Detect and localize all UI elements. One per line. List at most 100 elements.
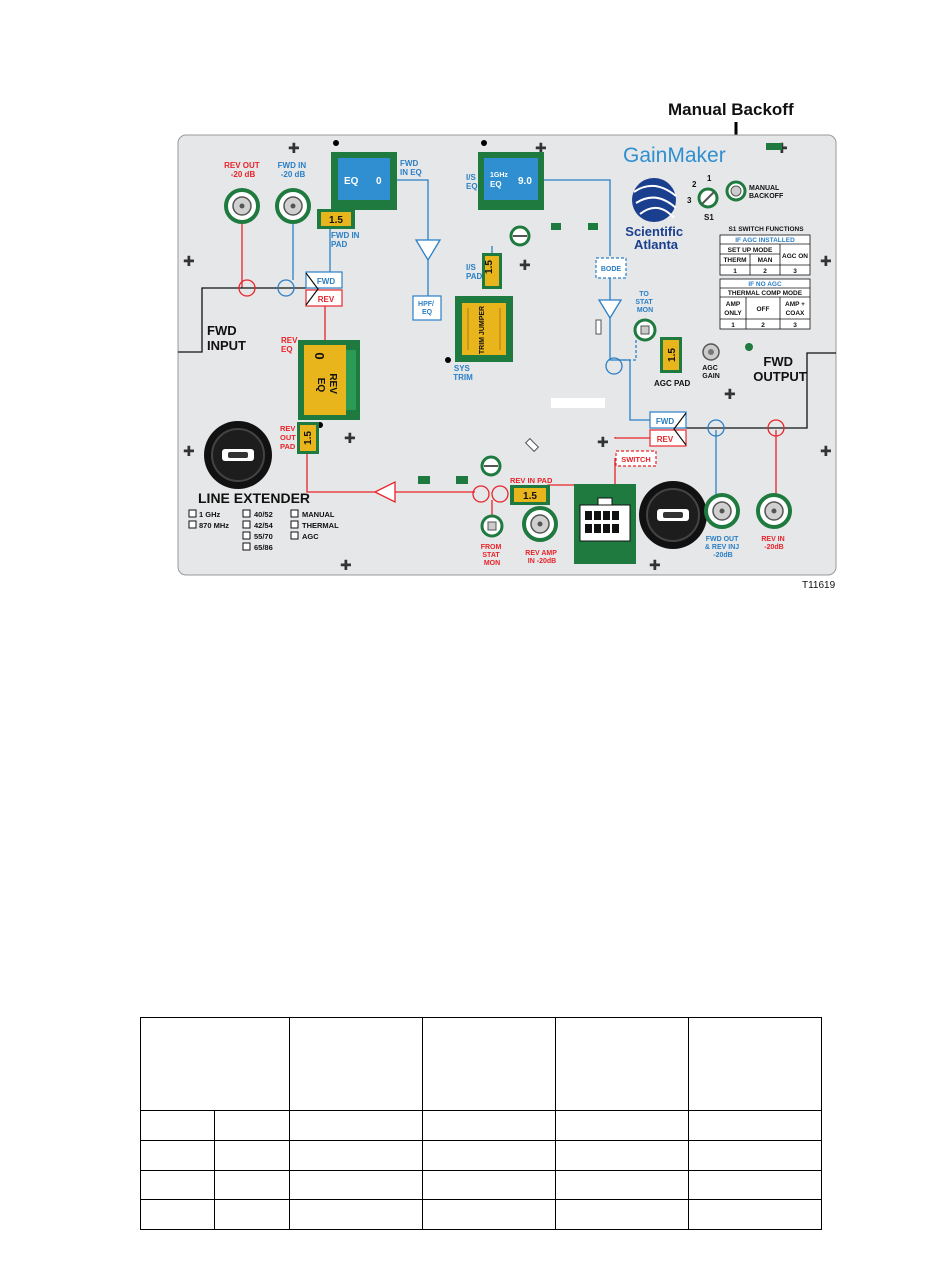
fwd-input-label: FWD INPUT [207, 323, 246, 353]
svg-text:✚: ✚ [183, 443, 195, 459]
fwd-in-port[interactable] [275, 188, 311, 224]
table-cell [422, 1139, 556, 1171]
table-cell [422, 1110, 556, 1141]
brand-product: GainMaker [623, 144, 726, 167]
table-row [140, 1139, 822, 1171]
housing-seal-left [204, 421, 272, 489]
rev-eq-module[interactable]: 0 REV EQ [298, 340, 360, 420]
fwd-in-pad-label: FWD IN PAD [331, 231, 362, 249]
fwd-eq-module[interactable]: EQ 0 [331, 152, 397, 210]
svg-text:1: 1 [733, 268, 737, 275]
led-3 [766, 143, 782, 150]
switch-label: SWITCH [621, 455, 651, 464]
table-cell [688, 1110, 822, 1141]
svg-text:1.5: 1.5 [667, 348, 678, 362]
rev-in-pad-label: REV IN PAD [510, 476, 553, 485]
table-cell [555, 1169, 689, 1201]
test-point-top [509, 225, 531, 247]
right-diplex: FWD REV [649, 411, 687, 447]
from-stat-mon-port[interactable] [480, 514, 504, 538]
svg-text:MANUAL: MANUAL [302, 510, 335, 519]
table-cell [289, 1169, 423, 1201]
svg-text:THERMAL COMP MODE: THERMAL COMP MODE [728, 290, 803, 297]
main-through-line [178, 287, 306, 353]
to-stat-mon-port[interactable] [633, 318, 657, 342]
svg-text:1.5: 1.5 [523, 491, 537, 502]
is-pad[interactable]: 1.5 [482, 253, 502, 289]
svg-text:✚: ✚ [597, 434, 609, 450]
s1-label: S1 [704, 213, 714, 222]
svg-text:AMP +: AMP + [785, 301, 805, 308]
agc-gain-knob[interactable] [702, 343, 720, 361]
svg-text:✚: ✚ [288, 140, 300, 156]
rev-amp-in-port[interactable] [522, 506, 558, 542]
svg-text:FWD: FWD [656, 417, 674, 426]
agc-led [745, 343, 753, 351]
table-cell [555, 1199, 689, 1230]
svg-text:2: 2 [761, 322, 765, 329]
table-header-row [140, 1016, 822, 1112]
svg-text:870 MHz: 870 MHz [199, 521, 229, 530]
table-cell [688, 1139, 822, 1171]
rev-out-pad[interactable]: 1.5 [297, 422, 319, 454]
fwd-in-eq-label: FWD IN EQ [400, 159, 422, 177]
table-cell [140, 1139, 215, 1171]
fuse-indicator [524, 437, 540, 453]
svg-text:FWD: FWD [317, 277, 335, 286]
brand-company: Scientific Atlanta [625, 224, 686, 252]
fwd-signal-path [292, 179, 717, 495]
rev-amp-triangle [373, 480, 396, 504]
fwd-out-port[interactable] [704, 493, 740, 529]
svg-text:IF NO AGC: IF NO AGC [748, 281, 782, 288]
table-cell [214, 1110, 290, 1141]
manual-backoff-label: MANUAL BACKOFF [749, 185, 784, 200]
svg-text:REV EQ: REV EQ [315, 373, 338, 396]
svg-text:1.5: 1.5 [329, 215, 343, 226]
label-strip [551, 398, 605, 408]
switch-box [615, 450, 657, 467]
svg-text:S1 SWITCH FUNCTIONS: S1 SWITCH FUNCTIONS [728, 226, 804, 233]
main-output-line [686, 352, 836, 429]
svg-text:1GHz: 1GHz [490, 172, 508, 179]
svg-text:✚: ✚ [183, 253, 195, 269]
rev-out-pad-label: REV OUT PAD [280, 424, 298, 451]
svg-text:9.0: 9.0 [518, 176, 532, 187]
table-row [140, 1110, 822, 1141]
is-pad-label: I/S PAD [466, 263, 483, 281]
is-eq-dot [481, 140, 487, 146]
table-cell [140, 1199, 215, 1230]
table-cell [214, 1169, 290, 1201]
svg-text:THERMAL: THERMAL [302, 521, 339, 530]
table-cell [289, 1139, 423, 1171]
table-row [140, 1199, 822, 1230]
s1-pos-2: 2 [692, 180, 697, 189]
line-couplers [238, 279, 785, 503]
s1-functions-table: S1 SWITCH FUNCTIONS IF AGC INSTALLED SET… [719, 226, 811, 330]
svg-text:AGC ON: AGC ON [782, 253, 808, 260]
table-cell [214, 1139, 290, 1171]
rev-in-pad[interactable]: 1.5 [510, 485, 550, 505]
svg-text:0: 0 [376, 176, 382, 187]
fwd-in-pad[interactable]: 1.5 [317, 209, 355, 229]
svg-text:ONLY: ONLY [724, 310, 742, 317]
sys-trim-label: SYS TRIM [453, 364, 473, 382]
table-cell [214, 1199, 290, 1230]
trim-jumper[interactable]: TRIM JUMPER [455, 296, 513, 362]
s1-switch[interactable] [697, 187, 719, 209]
rev-out-label: REV OUT -20 dB [224, 161, 262, 179]
table-row [140, 1169, 822, 1201]
line-extender-diagram: Manual Backoff ✚✚✚ ✚✚ ✚✚ ✚✚ ✚✚ ✚✚ [177, 100, 837, 591]
rev-out-port[interactable] [224, 188, 260, 224]
led-5 [456, 476, 468, 484]
is-eq-module[interactable]: 1GHz EQ 9.0 [478, 152, 544, 210]
rev-in-port[interactable] [756, 493, 792, 529]
svg-text:3: 3 [793, 268, 797, 275]
agc-pad[interactable]: 1.5 [660, 337, 682, 373]
table-cell [555, 1110, 689, 1141]
manual-backoff-knob[interactable] [725, 180, 747, 202]
hpf-eq-box [412, 295, 442, 321]
svg-text:MAN: MAN [758, 257, 773, 264]
svg-text:✚: ✚ [340, 557, 352, 573]
svg-text:1: 1 [731, 322, 735, 329]
table-cell [555, 1139, 689, 1171]
